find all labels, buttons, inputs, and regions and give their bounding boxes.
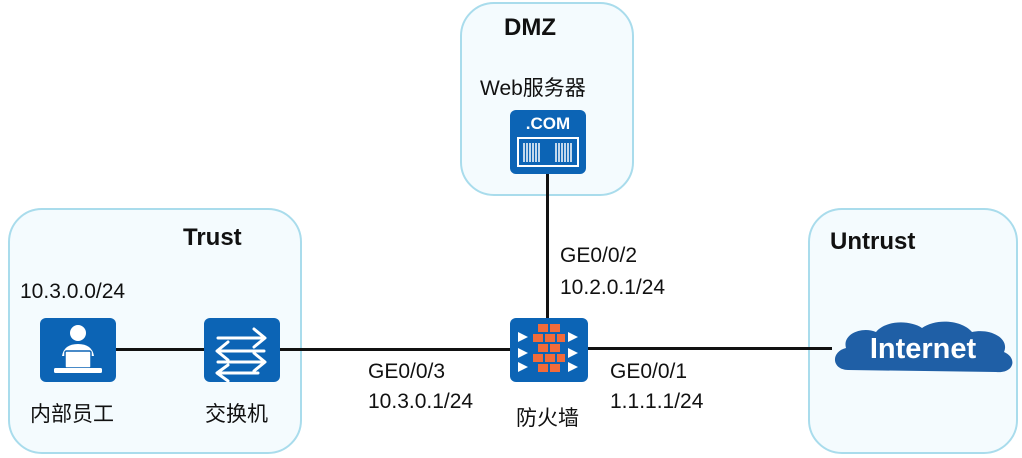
link-employee-switch xyxy=(116,348,204,351)
web-server-icon: .COM xyxy=(510,110,586,174)
ge001-ip: 1.1.1.1/24 xyxy=(610,390,704,413)
firewall-label: 防火墙 xyxy=(516,407,579,430)
switch-icon xyxy=(204,318,280,382)
employee-label: 内部员工 xyxy=(30,403,114,426)
link-firewall-internet xyxy=(588,347,832,350)
employee-subnet: 10.3.0.0/24 xyxy=(20,280,126,303)
ge003-ip: 10.3.0.1/24 xyxy=(368,390,474,413)
firewall-icon xyxy=(510,318,588,382)
dmz-zone-title: DMZ xyxy=(504,14,556,41)
employee-icon xyxy=(40,318,116,382)
link-server-firewall xyxy=(546,172,549,318)
untrust-zone-title: Untrust xyxy=(830,228,916,255)
link-switch-firewall xyxy=(280,348,510,351)
ge002-name: GE0/0/2 xyxy=(560,244,638,267)
internet-cloud-icon: Internet xyxy=(828,318,1018,380)
internet-label: Internet xyxy=(869,333,977,365)
trust-zone-title: Trust xyxy=(183,224,242,251)
web-server-badge: .COM xyxy=(525,114,571,133)
ge003-name: GE0/0/3 xyxy=(368,360,446,383)
ge001-name: GE0/0/1 xyxy=(610,360,688,383)
web-server-label: Web服务器 xyxy=(480,77,586,100)
switch-label: 交换机 xyxy=(205,403,268,426)
ge002-ip: 10.2.0.1/24 xyxy=(560,276,666,299)
